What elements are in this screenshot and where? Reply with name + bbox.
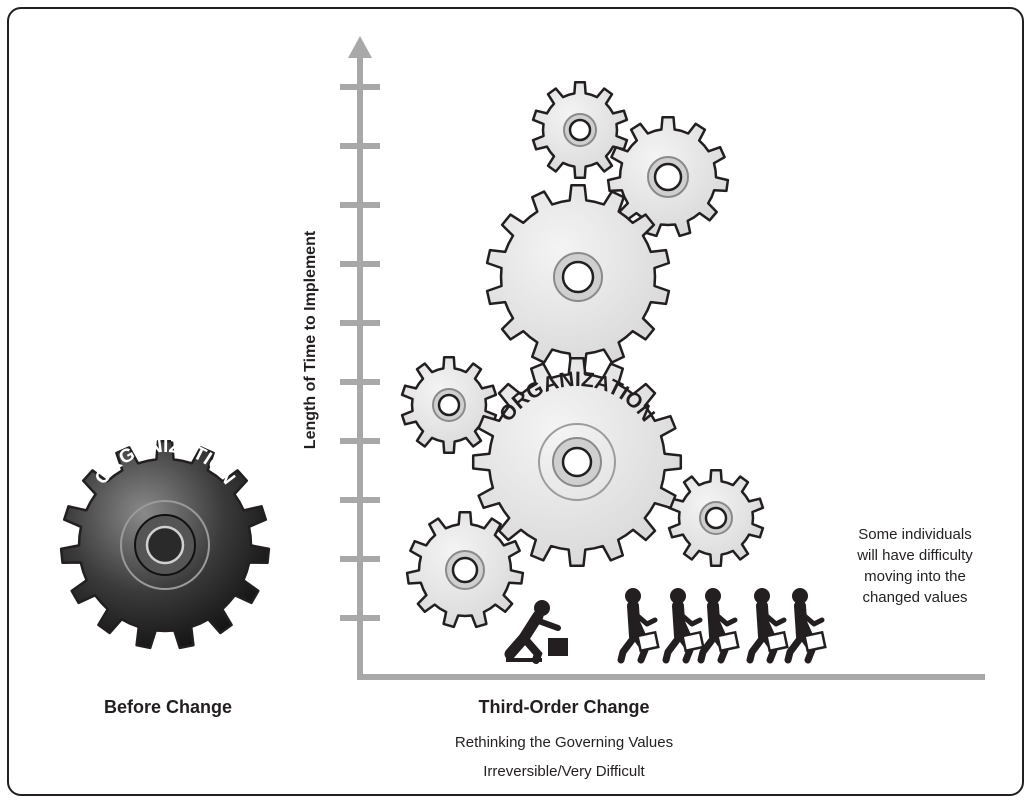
walking-person-icon (746, 588, 789, 664)
gear-large-upper (485, 183, 671, 371)
walking-person-icon (662, 588, 705, 664)
governing-values-text: Rethinking the Governing Values (454, 734, 674, 751)
note-line: will have difficulty (857, 547, 973, 564)
gear-top-right (606, 116, 730, 238)
gear-before-change (59, 439, 271, 650)
kneeling-person-icon (504, 600, 568, 664)
gear-right-small (667, 468, 765, 568)
before-change-label: Before Change (103, 697, 233, 717)
y-axis-arrow (348, 36, 372, 58)
people-group (504, 588, 827, 664)
note-line: moving into the (864, 568, 966, 585)
y-axis-ticks (340, 84, 380, 621)
gear-organization (471, 356, 683, 568)
gear-group (59, 80, 765, 650)
gear-bottom-left (405, 510, 525, 629)
y-axis-label: Length of Time to Implement (302, 230, 319, 450)
note-line: changed values (862, 589, 968, 606)
gear-left-small (400, 355, 498, 455)
walking-person-icon (784, 588, 827, 664)
gear-top-small (531, 80, 629, 180)
irreversible-text: Irreversible/Very Difficult (483, 763, 645, 780)
axes (340, 36, 985, 680)
walking-person-icon (697, 588, 740, 664)
diagram-frame (7, 7, 1024, 796)
note-line: Some individuals (858, 526, 972, 543)
third-order-change-title: Third-Order Change (478, 697, 650, 717)
difficulty-note: Some individuals will have difficulty mo… (805, 524, 1025, 608)
walking-person-icon (617, 588, 660, 664)
